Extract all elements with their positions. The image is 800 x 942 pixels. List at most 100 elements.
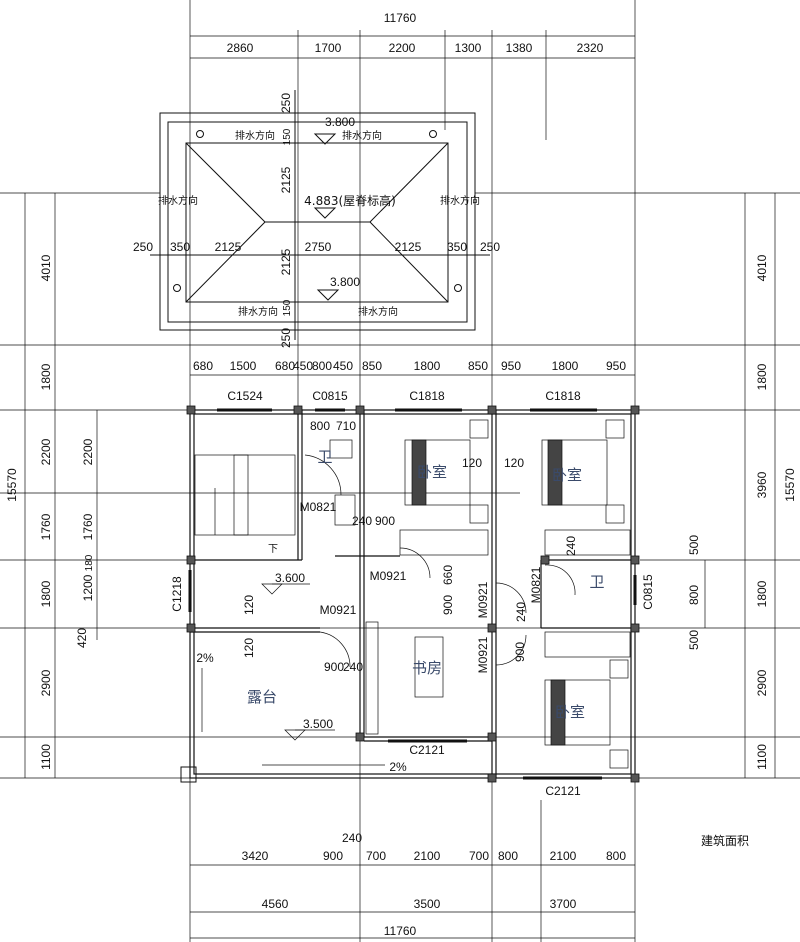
roof-dim: 350 bbox=[447, 240, 467, 254]
dim-bottom: 240 bbox=[342, 831, 362, 845]
dim-top: 1300 bbox=[455, 41, 482, 55]
dim-top2: 800 bbox=[312, 359, 332, 373]
dim-small: 660 bbox=[441, 565, 455, 585]
dim-left-inner: 420 bbox=[75, 628, 89, 648]
door-label: M0821 bbox=[300, 500, 337, 514]
dim-left: 1100 bbox=[39, 744, 53, 770]
roof-dim: 2125 bbox=[279, 248, 293, 275]
roof-dim: 2750 bbox=[305, 240, 332, 254]
dim-small: 240 bbox=[352, 514, 372, 528]
dim-right: 3960 bbox=[755, 471, 769, 498]
roof-dim: 2125 bbox=[215, 240, 242, 254]
dim-small: 900 bbox=[441, 595, 455, 615]
roof-plan bbox=[150, 90, 490, 340]
window-label: C0815 bbox=[312, 389, 348, 403]
room-bedroom: 卧室 bbox=[555, 703, 585, 721]
dim-top2: 850 bbox=[362, 359, 382, 373]
dim-small: 120 bbox=[462, 456, 482, 470]
drain-direction-label: 排水方向 bbox=[158, 194, 198, 207]
window-label: C1218 bbox=[170, 576, 184, 612]
dim-left: 1800 bbox=[39, 580, 53, 607]
dim-bottom: 700 bbox=[469, 849, 489, 863]
dim-small: 240 bbox=[514, 602, 528, 622]
roof-dim: 150 bbox=[282, 128, 293, 145]
drain-direction-label: 排水方向 bbox=[342, 129, 382, 142]
dim-right-inner: 800 bbox=[687, 585, 701, 605]
dim-small: 900 bbox=[324, 660, 344, 674]
room-bedroom: 卧室 bbox=[417, 463, 447, 481]
roof-dim: 150 bbox=[282, 299, 293, 316]
ridge-elevation: 4.883(屋脊标高) bbox=[304, 193, 396, 208]
walls bbox=[180, 405, 640, 783]
room-bathroom: 卫 bbox=[589, 573, 604, 591]
dim-bottom2: 4560 bbox=[262, 897, 289, 911]
dim-small: 900 bbox=[513, 642, 527, 662]
slope-label: 2% bbox=[196, 651, 214, 665]
door-label: M0921 bbox=[370, 569, 407, 583]
dim-left-inner: 180 bbox=[84, 554, 95, 571]
dim-right: 4010 bbox=[755, 254, 769, 281]
level-marks bbox=[201, 583, 385, 766]
room-bedroom: 卧室 bbox=[552, 466, 582, 484]
window-label: C1818 bbox=[545, 389, 581, 403]
dim-small: 120 bbox=[242, 595, 256, 615]
roof-dim: 250 bbox=[279, 328, 293, 348]
room-study: 书房 bbox=[412, 659, 442, 677]
dim-left-inner: 2200 bbox=[81, 438, 95, 465]
room-terrace: 露台 bbox=[247, 688, 277, 706]
dim-bottom: 800 bbox=[606, 849, 626, 863]
dim-top2: 1500 bbox=[230, 359, 257, 373]
dim-top: 2200 bbox=[389, 41, 416, 55]
window-label: C1818 bbox=[409, 389, 445, 403]
slope-label: 2% bbox=[389, 760, 407, 774]
door-label: M0921 bbox=[320, 603, 357, 617]
level-3600: 3.600 bbox=[275, 571, 305, 585]
dim-top: 2320 bbox=[577, 41, 604, 55]
dim-small: 240 bbox=[564, 536, 578, 556]
dim-top2: 680 bbox=[193, 359, 213, 373]
dim-left: 4010 bbox=[39, 254, 53, 281]
roof-dim: 2125 bbox=[395, 240, 422, 254]
dim-small: 900 bbox=[375, 514, 395, 528]
dim-left-inner: 1200 bbox=[81, 574, 95, 601]
dim-top2: 680 bbox=[275, 359, 295, 373]
dim-top2: 950 bbox=[606, 359, 626, 373]
drain-direction-label: 排水方向 bbox=[358, 305, 398, 318]
dim-right: 1800 bbox=[755, 363, 769, 390]
dim-right-inner: 500 bbox=[687, 630, 701, 650]
dim-left-total: 15570 bbox=[5, 468, 19, 502]
dim-small: 120 bbox=[242, 638, 256, 658]
dim-top2: 1800 bbox=[414, 359, 441, 373]
room-bathroom: 卫 bbox=[317, 448, 332, 466]
dim-top2: 950 bbox=[501, 359, 521, 373]
dim-right: 1100 bbox=[755, 744, 769, 770]
dim-left: 1760 bbox=[39, 513, 53, 540]
window-label: C0815 bbox=[641, 574, 655, 610]
window-label: C2121 bbox=[409, 743, 445, 757]
dim-bottom2: 3700 bbox=[550, 897, 577, 911]
dim-bottom: 2100 bbox=[414, 849, 441, 863]
dim-left: 2200 bbox=[39, 438, 53, 465]
roof-dim: 250 bbox=[480, 240, 500, 254]
roof-dim: 250 bbox=[279, 93, 293, 113]
dim-right: 1800 bbox=[755, 580, 769, 607]
dim-bottom: 700 bbox=[366, 849, 386, 863]
window-label: C2121 bbox=[545, 784, 581, 798]
dim-right-inner: 500 bbox=[687, 535, 701, 555]
drain-direction-label: 排水方向 bbox=[440, 194, 480, 207]
dim-top: 1380 bbox=[506, 41, 533, 55]
door-label: M0921 bbox=[476, 581, 490, 618]
dim-right-total: 15570 bbox=[783, 468, 797, 502]
drain-direction-label: 排水方向 bbox=[238, 305, 278, 318]
roof-dim: 350 bbox=[170, 240, 190, 254]
dim-bottom-total: 11760 bbox=[384, 924, 417, 938]
dim-bottom: 900 bbox=[323, 849, 343, 863]
dim-top2: 450 bbox=[333, 359, 353, 373]
dim-bottom2: 3500 bbox=[414, 897, 441, 911]
dim-top2: 450 bbox=[293, 359, 313, 373]
door-label: M0821 bbox=[529, 566, 543, 603]
dim-top: 2860 bbox=[227, 41, 254, 55]
building-area-label: 建筑面积 bbox=[701, 833, 749, 848]
furniture bbox=[194, 419, 631, 769]
